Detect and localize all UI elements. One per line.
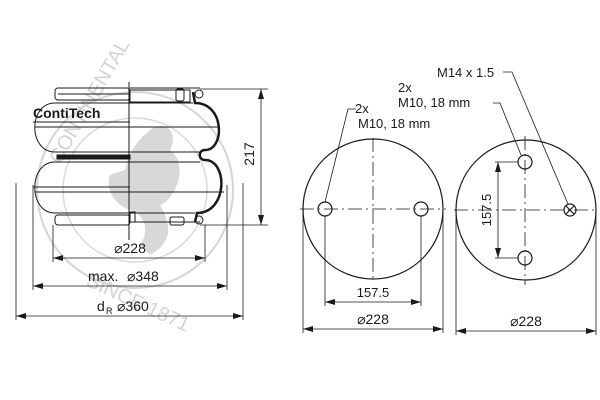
dim-228-label: ⌀228 [114, 240, 146, 256]
horse-icon [108, 125, 180, 255]
height-dimension: 217 [200, 88, 268, 226]
air-inlet-icon [563, 203, 577, 217]
air-connection-callout: M14 x 1.5 [437, 65, 494, 80]
top-callout-thread: M10, 18 mm [398, 95, 470, 110]
bottom-callout-count: 2x [355, 101, 369, 116]
side-view-bellows [33, 87, 224, 226]
dim-348-prefix: max. [88, 268, 118, 284]
dim-360-prefix: d [97, 298, 105, 314]
top-callout-count: 2x [398, 80, 412, 95]
dim-360-label: ⌀360 [117, 298, 149, 314]
dim-348-label: ⌀348 [127, 268, 159, 284]
height-label: 217 [241, 142, 257, 166]
diameter-dimensions: ⌀228 max. ⌀348 d R ⌀360 [15, 183, 244, 320]
top-diameter: ⌀228 [510, 313, 542, 329]
watermark-text-top: CONTINENTAL [45, 36, 134, 168]
top-plate-view: M14 x 1.5 2x M10, 18 mm 157.5 ⌀228 [398, 65, 598, 335]
bottom-hole-spacing: 157.5 [357, 285, 390, 300]
bottom-callout-thread: M10, 18 mm [358, 116, 430, 131]
bottom-diameter: ⌀228 [357, 311, 389, 327]
contitech-logo: ContiTech [33, 105, 100, 121]
continental-watermark: CONTINENTAL SINCE 1871 [36, 36, 234, 337]
top-hole-spacing: 157.5 [479, 194, 494, 227]
dim-360-subscript: R [106, 306, 113, 316]
bottom-plate-view: 2x M10, 18 mm 157.5 ⌀228 [300, 101, 446, 333]
